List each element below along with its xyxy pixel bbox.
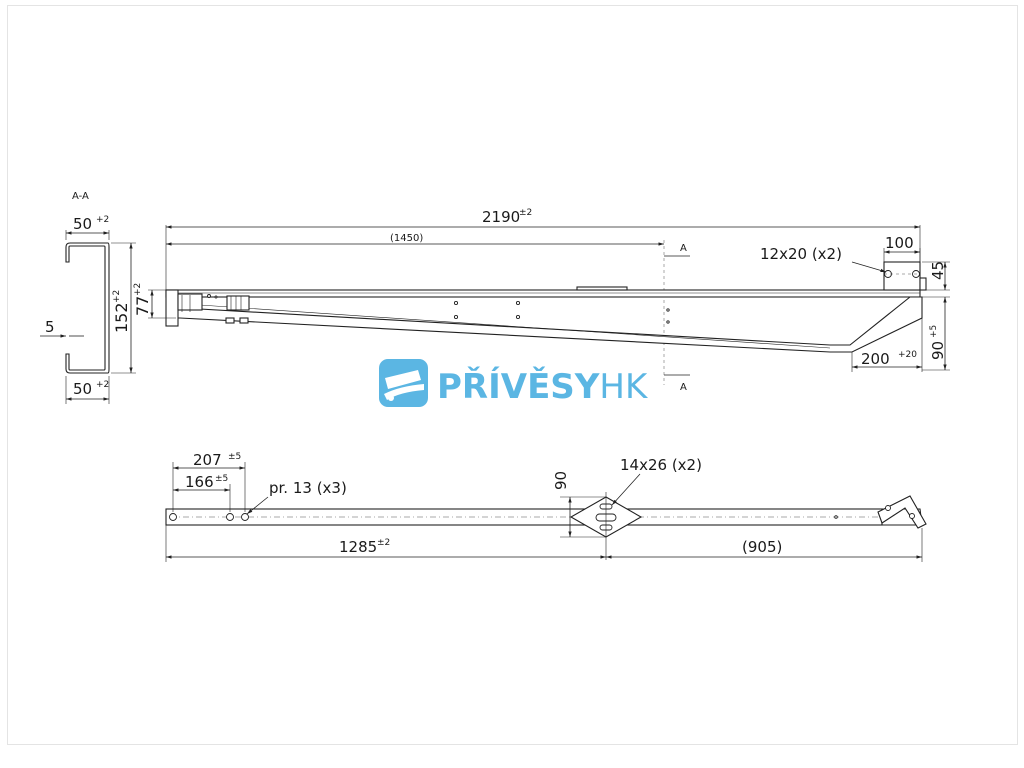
rear-plate-width: 100 (885, 234, 914, 252)
length-front-tol: ±2 (377, 538, 390, 548)
section-width-top-tol: +2 (96, 215, 109, 225)
length-front: 1285 (339, 538, 377, 556)
hole-dist-1-tol: ±5 (228, 452, 241, 462)
section-mark-bottom: A (680, 382, 687, 393)
overall-length-tol: ±2 (519, 208, 532, 218)
length-rear: (905) (742, 538, 782, 556)
end-height-tol: +2 (133, 283, 143, 296)
section-mark-top: A (680, 243, 687, 254)
inner-length: (1450) (390, 233, 423, 244)
rear-plate-height: 45 (929, 261, 947, 280)
top-view: 207 ±5 166 ±5 pr. 13 (x3) 14x26 (x2) 90 … (165, 451, 927, 562)
front-bracket (226, 295, 250, 311)
tip-length: 200 (861, 350, 890, 368)
rear-drop-tol: +5 (929, 325, 939, 338)
top-plate (576, 286, 628, 291)
drawing-frame (7, 5, 1018, 745)
section-height-tol: +2 (112, 290, 122, 303)
side-view: 2190 ±2 (1450) A A (133, 208, 950, 393)
end-height: 77 (133, 296, 152, 316)
logo-brand-suffix: HK (599, 367, 649, 407)
logo-brand-main: PŘÍVĚSY (437, 366, 600, 407)
svg-text:PŘÍVĚSYHK: PŘÍVĚSYHK (437, 366, 649, 407)
rear-slot-callout: 12x20 (x2) (760, 245, 842, 263)
section-height: 152 (112, 302, 131, 333)
drawbar-lower-member (175, 296, 923, 353)
front-coupling-head (165, 289, 179, 327)
drawbar-top-rail (165, 289, 921, 298)
c-channel-profile (65, 242, 110, 374)
section-a-a-view: A-A 50 +2 50 +2 152 +2 5 (40, 191, 136, 404)
section-width-bottom-tol: +2 (96, 380, 109, 390)
plate-width: 90 (552, 471, 570, 490)
tip-length-tol: +20 (898, 350, 917, 360)
hole-dist-1: 207 (193, 451, 222, 469)
slot-callout: 14x26 (x2) (620, 456, 702, 474)
rear-drop: 90 (929, 341, 947, 360)
section-width-bottom: 50 (73, 380, 92, 398)
mount-hole-3 (241, 513, 249, 521)
hole-dist-2-tol: ±5 (215, 474, 228, 484)
overall-length: 2190 (482, 208, 520, 226)
rear-angled-bracket (877, 495, 927, 529)
section-width-top: 50 (73, 215, 92, 233)
hole-dist-2: 166 (185, 473, 214, 491)
mount-hole-1 (169, 513, 177, 521)
mount-hole-2 (226, 513, 234, 521)
brand-logo: PŘÍVĚSYHK (379, 359, 649, 407)
hole-callout: pr. 13 (x3) (269, 479, 347, 497)
section-title: A-A (72, 191, 89, 202)
section-flange: 5 (45, 318, 55, 336)
